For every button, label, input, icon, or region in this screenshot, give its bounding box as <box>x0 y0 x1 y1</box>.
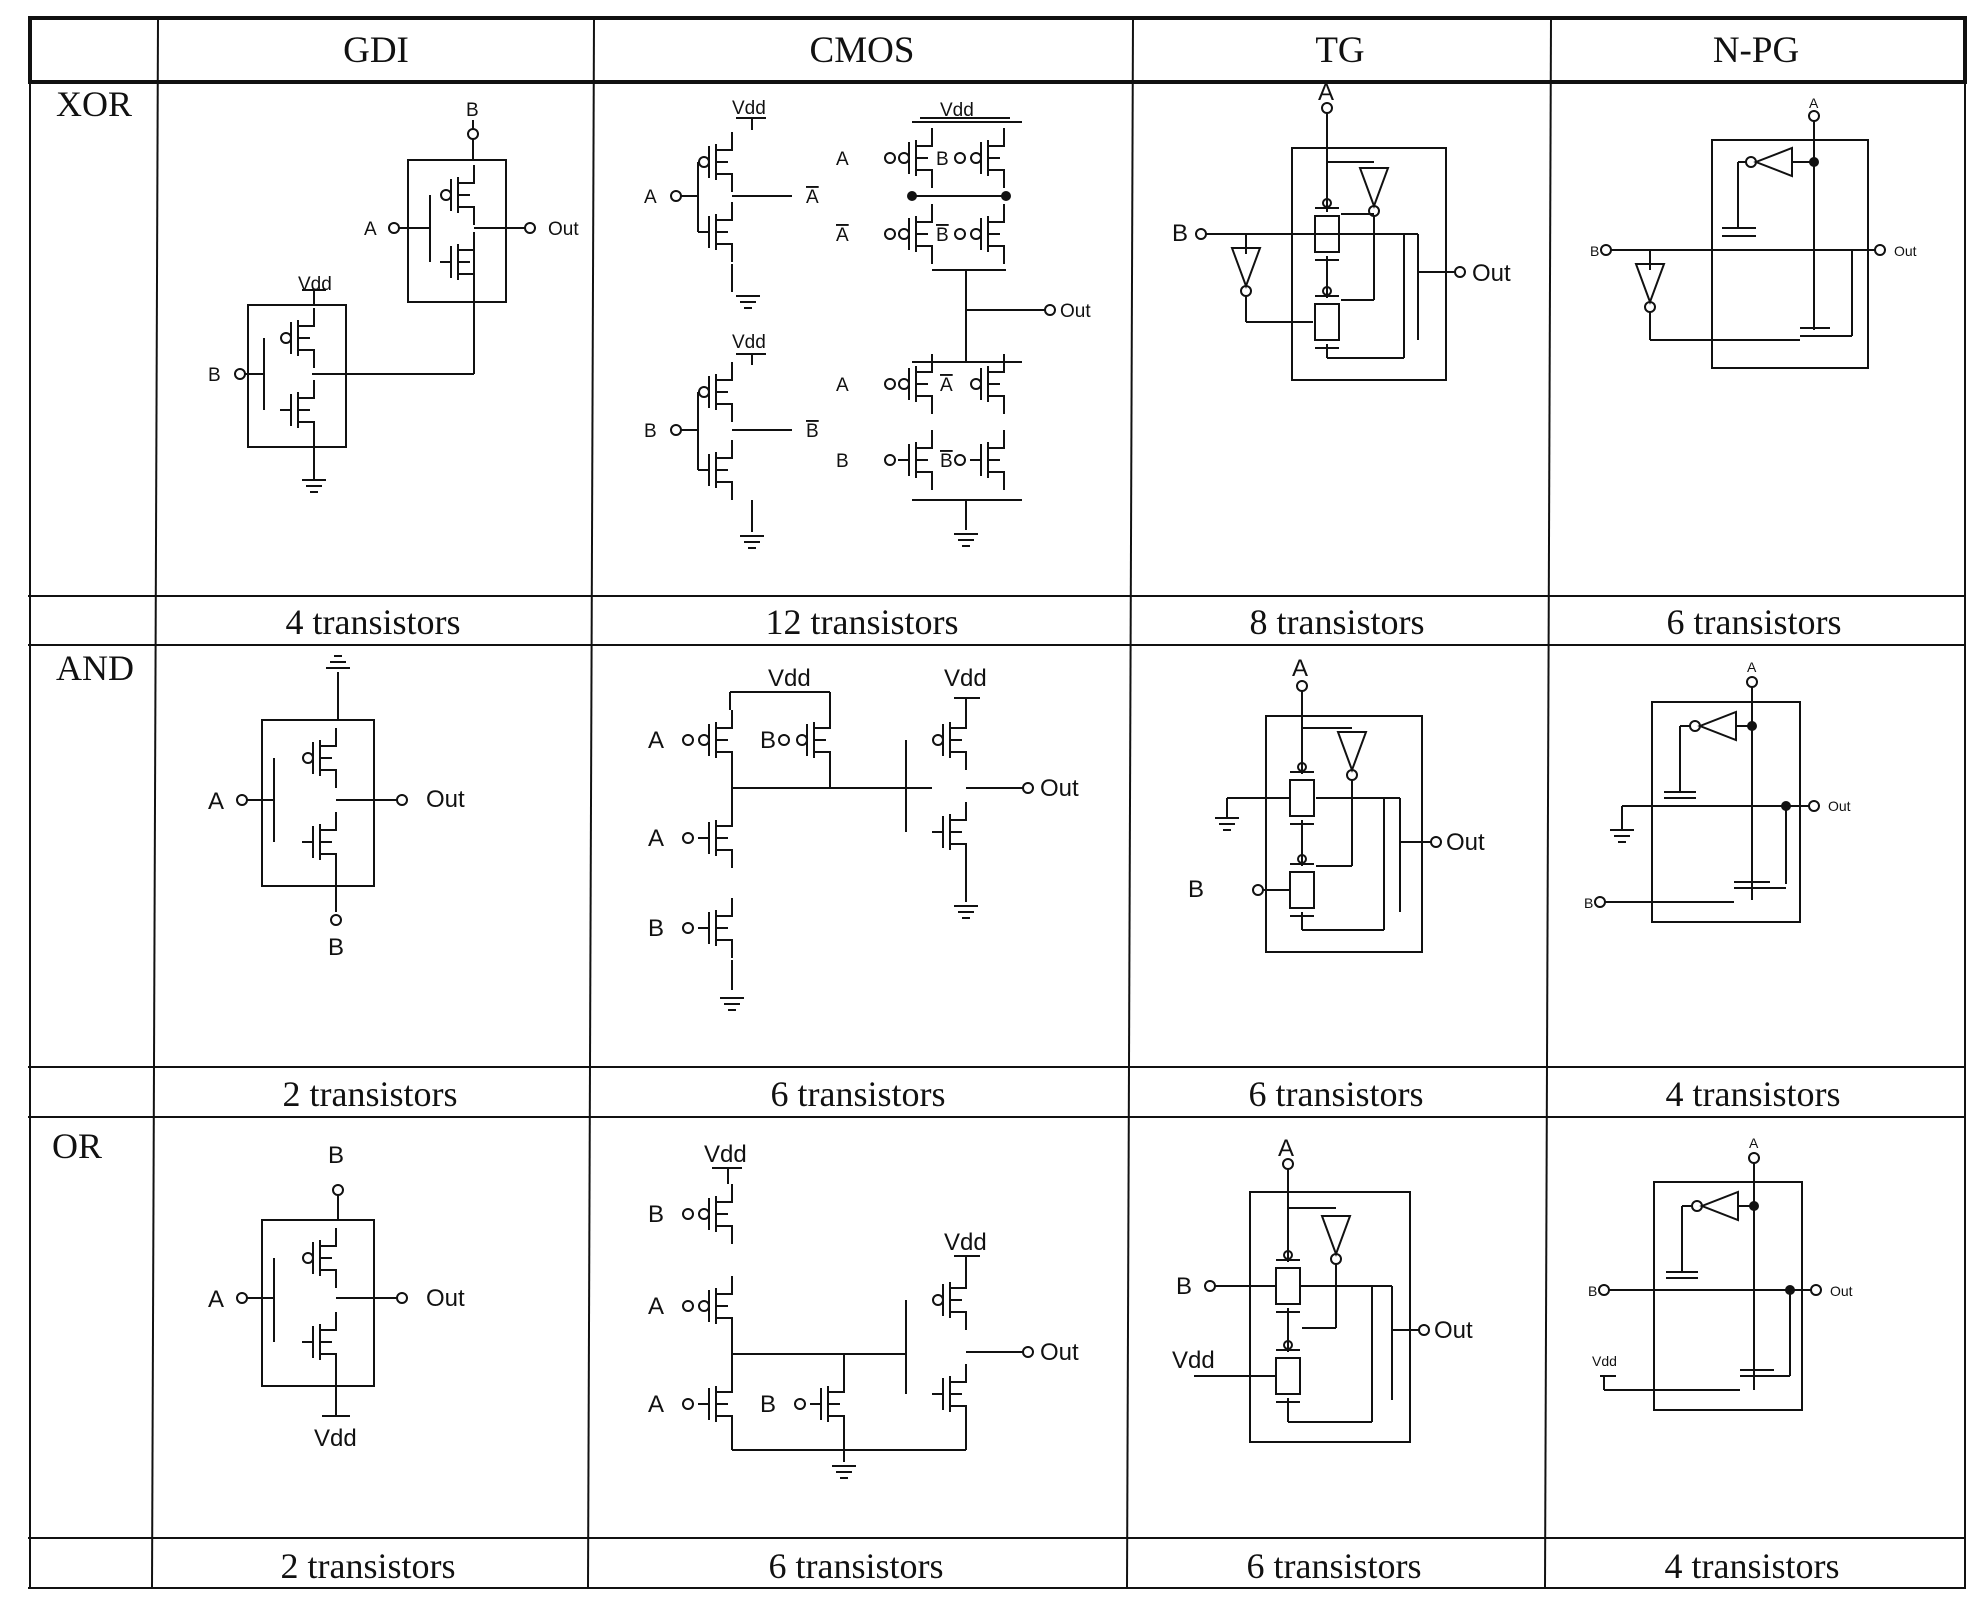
label-vdd: Vdd <box>944 665 987 692</box>
column-header-gdi: GDI <box>343 30 409 71</box>
label-out: Out <box>548 219 579 240</box>
label-a: A <box>1747 659 1757 675</box>
label-b: B <box>466 100 479 121</box>
label-a: A <box>1318 79 1334 106</box>
label-a: A <box>836 149 849 170</box>
label-vdd: Vdd <box>732 98 766 119</box>
label-a: A <box>364 219 377 240</box>
label-b: B <box>648 915 664 942</box>
circuit-and-npg <box>1600 682 1810 923</box>
circuit-or-tg <box>1194 1164 1420 1443</box>
label-b: B <box>760 727 776 754</box>
count-and-tg: 6 transistors <box>1249 1074 1424 1114</box>
row-label-or: OR <box>52 1126 102 1166</box>
circuit-or-npg <box>1600 1158 1812 1411</box>
label-b: B <box>208 365 221 386</box>
label-a: A <box>1292 655 1308 682</box>
label-a-bar: A <box>836 225 849 246</box>
label-b-bar: B <box>936 225 949 246</box>
label-out: Out <box>1040 775 1079 802</box>
label-vdd: Vdd <box>1172 1347 1215 1374</box>
count-and-cmos: 6 transistors <box>771 1074 946 1114</box>
label-b: B <box>1172 220 1188 247</box>
label-vdd: Vdd <box>732 332 766 353</box>
label-b: B <box>836 451 849 472</box>
label-b: B <box>1584 895 1593 911</box>
label-a-bar: A <box>806 187 819 208</box>
circuit-xor-gdi <box>242 120 530 493</box>
label-b: B <box>1588 1283 1597 1299</box>
label-a: A <box>644 187 657 208</box>
label-out: Out <box>1446 829 1485 856</box>
count-or-tg: 6 transistors <box>1247 1546 1422 1586</box>
label-a: A <box>1278 1135 1294 1162</box>
label-out: Out <box>1472 260 1511 287</box>
label-a: A <box>208 1286 224 1313</box>
circuit-or-cmos <box>697 1167 1024 1479</box>
count-or-gdi: 2 transistors <box>281 1546 456 1586</box>
label-a: A <box>208 788 224 815</box>
circuit-and-tg <box>1214 686 1432 953</box>
count-xor-npg: 6 transistors <box>1667 602 1842 642</box>
label-vdd: Vdd <box>940 100 974 121</box>
count-and-npg: 4 transistors <box>1666 1074 1841 1114</box>
label-a: A <box>1809 95 1819 111</box>
circuit-and-gdi <box>242 655 402 912</box>
circuit-or-gdi <box>242 1194 402 1417</box>
label-b: B <box>1176 1273 1192 1300</box>
label-out: Out <box>1830 1283 1853 1299</box>
label-out: Out <box>1894 243 1917 259</box>
circuit-xor-npg <box>1606 116 1880 369</box>
circuit-xor-tg <box>1201 108 1460 381</box>
column-header-npg: N-PG <box>1713 30 1799 71</box>
column-header-tg: TG <box>1315 30 1364 71</box>
label-a: A <box>648 1293 664 1320</box>
table-grid <box>28 16 1967 1589</box>
label-vdd: Vdd <box>1592 1353 1617 1369</box>
label-b: B <box>328 934 344 961</box>
label-vdd: Vdd <box>298 274 332 295</box>
count-or-npg: 4 transistors <box>1665 1546 1840 1586</box>
count-xor-cmos: 12 transistors <box>766 602 959 642</box>
count-or-cmos: 6 transistors <box>769 1546 944 1586</box>
count-and-gdi: 2 transistors <box>283 1074 458 1114</box>
label-b: B <box>644 421 657 442</box>
label-out: Out <box>1060 301 1091 322</box>
label-vdd: Vdd <box>314 1425 357 1452</box>
label-a: A <box>1749 1135 1759 1151</box>
row-label-and: AND <box>56 648 134 688</box>
row-label-xor: XOR <box>56 84 132 124</box>
count-xor-gdi: 4 transistors <box>286 602 461 642</box>
label-b: B <box>648 1201 664 1228</box>
label-b: B <box>936 149 949 170</box>
label-a-bar: A <box>940 375 953 396</box>
label-b-bar: B <box>940 451 953 472</box>
label-out: Out <box>426 1285 465 1312</box>
label-b: B <box>760 1391 776 1418</box>
label-vdd: Vdd <box>704 1141 747 1168</box>
count-xor-tg: 8 transistors <box>1250 602 1425 642</box>
label-out: Out <box>1434 1317 1473 1344</box>
label-b: B <box>1590 243 1599 259</box>
label-a: A <box>648 825 664 852</box>
label-b: B <box>1188 876 1204 903</box>
label-vdd: Vdd <box>768 665 811 692</box>
label-a: A <box>648 727 664 754</box>
label-a: A <box>648 1391 664 1418</box>
circuit-and-cmos <box>697 691 1024 1011</box>
label-b-bar: B <box>806 421 819 442</box>
column-header-cmos: CMOS <box>810 30 915 71</box>
label-out: Out <box>426 786 465 813</box>
label-a: A <box>836 375 849 396</box>
label-out: Out <box>1040 1339 1079 1366</box>
label-out: Out <box>1828 798 1851 814</box>
label-vdd: Vdd <box>944 1229 987 1256</box>
label-b: B <box>328 1142 344 1169</box>
